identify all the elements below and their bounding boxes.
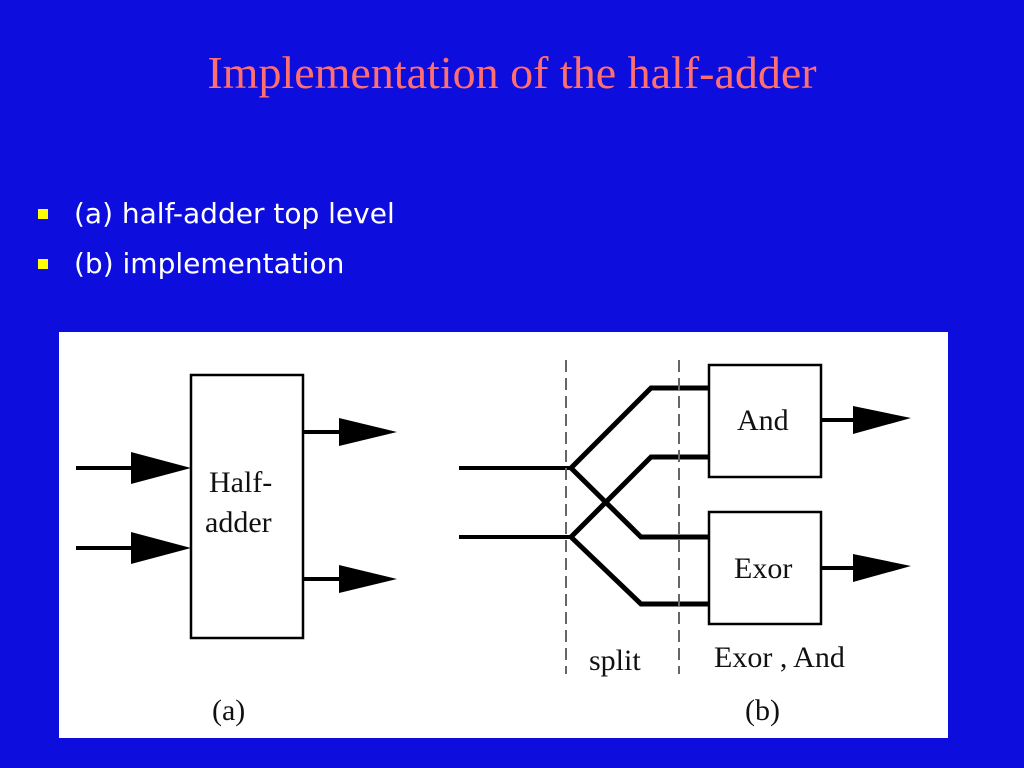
split-a-to-and <box>569 385 709 470</box>
and-gate-block <box>707 363 823 479</box>
half-adder-label-line1: Half- <box>209 466 272 499</box>
part-b: And Exor split Exor , And (b) <box>459 360 911 727</box>
caption-a: (a) <box>212 694 245 727</box>
bullet-list: (a) half-adder top level (b) implementat… <box>38 192 395 292</box>
caption-b: (b) <box>745 694 780 727</box>
bullet-text: (a) half-adder top level <box>74 197 395 230</box>
exor-gate-block <box>707 510 823 626</box>
square-bullet-icon <box>38 259 48 269</box>
output-carry-arrow <box>339 565 397 593</box>
split-b-to-and <box>569 454 709 539</box>
slide-title: Implementation of the half-adder <box>207 47 817 98</box>
half-adder-block <box>189 373 305 640</box>
exor-output-arrow <box>853 554 911 582</box>
output-sum-arrow <box>339 418 397 446</box>
bullet-item-b: (b) implementation <box>38 242 395 292</box>
and-gate-label: And <box>737 404 789 437</box>
bullet-text: (b) implementation <box>74 247 345 280</box>
split-a-to-exor <box>569 466 709 540</box>
gates-label: Exor , And <box>714 641 845 674</box>
split-b-to-exor <box>569 535 709 607</box>
part-a: Half- adder (a) <box>76 373 397 727</box>
and-output-arrow <box>853 406 911 434</box>
half-adder-figure: Half- adder (a) <box>59 332 948 738</box>
input-b-arrow <box>131 532 191 564</box>
bullet-item-a: (a) half-adder top level <box>38 192 395 242</box>
exor-gate-label: Exor <box>734 552 792 585</box>
half-adder-label-line2: adder <box>205 506 272 539</box>
half-adder-diagram: Half- adder (a) <box>76 360 911 727</box>
input-a-arrow <box>131 452 191 484</box>
split-label: split <box>589 644 641 677</box>
square-bullet-icon <box>38 209 48 219</box>
